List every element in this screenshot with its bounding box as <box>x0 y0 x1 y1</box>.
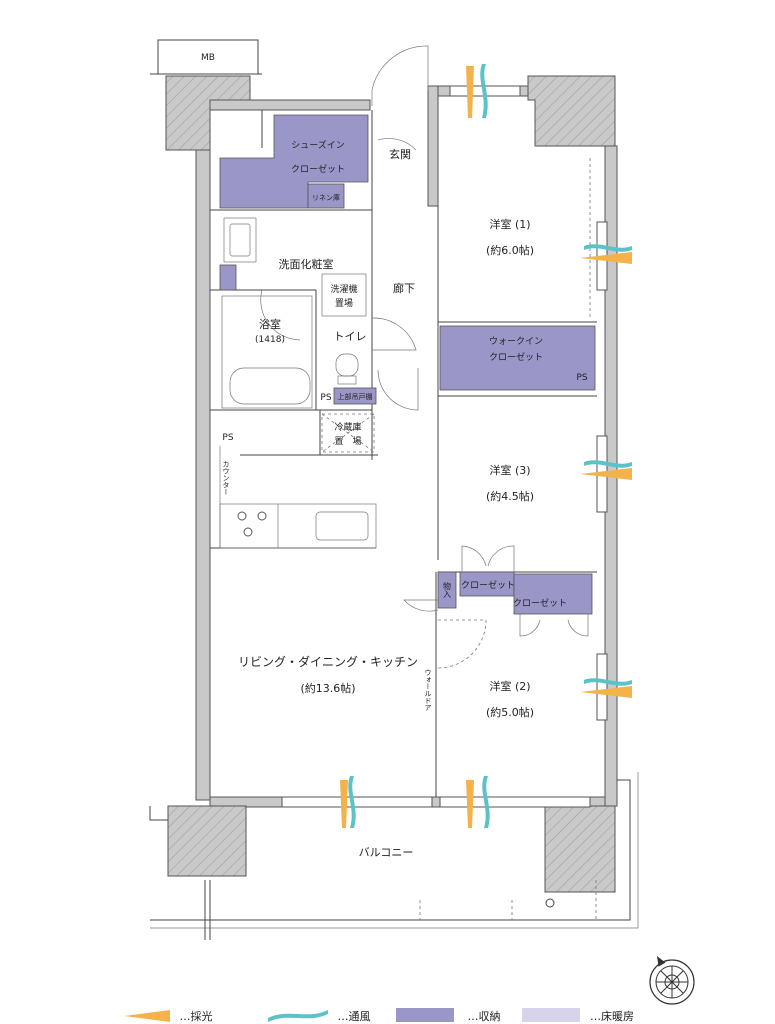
light-arrow-icon <box>124 1010 170 1022</box>
doors <box>260 45 591 669</box>
corridor-label: 廊下 <box>393 281 415 295</box>
walkin-closet <box>439 325 596 391</box>
washroom-label: 洗面化粧室 <box>279 257 334 271</box>
storage-swatch-icon <box>396 1008 454 1022</box>
fridge-label-2: 置 場 <box>334 435 361 447</box>
walkin-label-2: クローゼット <box>489 351 543 363</box>
walkin-label-1: ウォークイン <box>489 336 543 347</box>
fixtures <box>219 217 377 549</box>
interior-walls <box>210 110 597 797</box>
shoe-closet <box>219 114 369 209</box>
linen-closet <box>307 183 345 209</box>
fridge-label-1: 冷蔵庫 <box>334 421 361 433</box>
toilet-label: トイレ <box>334 330 367 343</box>
compass-icon <box>649 956 695 1005</box>
room1-name: 洋室 (1) <box>489 217 530 231</box>
balcony-label: バルコニー <box>359 846 414 859</box>
counter-label: カウンター <box>222 461 230 496</box>
shoe-closet-label-1: シューズイン <box>291 139 345 151</box>
legend: …採光 …通風 …収納 …床暖房 <box>124 1008 634 1023</box>
storage-areas <box>219 114 596 615</box>
washer-label-1: 洗濯機 <box>330 283 357 295</box>
wind-arrows <box>348 64 632 828</box>
bath-size-label: (1418) <box>255 335 285 345</box>
legend-storage-label: …収納 <box>468 1010 501 1023</box>
wash-shelf <box>219 264 237 291</box>
ps-walkin-label: PS <box>576 373 587 383</box>
entrance-label: 玄関 <box>389 147 411 161</box>
ldk-name: リビング・ダイニング・キッチン <box>238 654 418 669</box>
ldk-size: (約13.6帖) <box>300 681 355 695</box>
legend-wind-label: …通風 <box>338 1010 371 1023</box>
room1-size: (約6.0帖) <box>486 243 534 257</box>
closet-room3-label: クローゼット <box>461 579 515 591</box>
room2-name: 洋室 (2) <box>489 679 530 693</box>
upper-shelf-label: 上部吊戸棚 <box>338 392 373 401</box>
room3-size: (約4.5帖) <box>486 489 534 503</box>
mb-box <box>157 39 259 75</box>
ps-toilet-label: PS <box>320 393 331 403</box>
room2-size: (約5.0帖) <box>486 705 534 719</box>
ps-kitchen-label: PS <box>222 433 233 443</box>
storage-label: 物入 <box>443 581 452 598</box>
closet-room2-label: クローゼット <box>513 597 567 609</box>
shoe-closet-label-2: クローゼット <box>291 163 345 175</box>
closet-room3 <box>459 571 515 597</box>
wall-door-label: ウォールドア <box>424 669 432 711</box>
legend-floorheat-label: …床暖房 <box>590 1009 634 1023</box>
washer-label-2: 置場 <box>335 297 353 309</box>
storage-cabinet <box>437 571 457 609</box>
room-labels: MB シューズイン クローゼット 玄関 リネン庫 洗面化粧室 洗濯機 置場 浴室… <box>201 53 588 859</box>
room3-name: 洋室 (3) <box>489 463 530 477</box>
upper-shelf <box>333 387 377 405</box>
linen-label: リネン庫 <box>312 193 340 202</box>
mb-label: MB <box>201 53 215 63</box>
wind-wave-icon <box>268 1010 328 1022</box>
light-arrows <box>340 66 632 828</box>
bath-label: 浴室 <box>259 317 281 331</box>
floor-heating-swatch-icon <box>522 1008 580 1022</box>
legend-light-label: …採光 <box>180 1009 213 1023</box>
closet-room2 <box>513 573 593 615</box>
